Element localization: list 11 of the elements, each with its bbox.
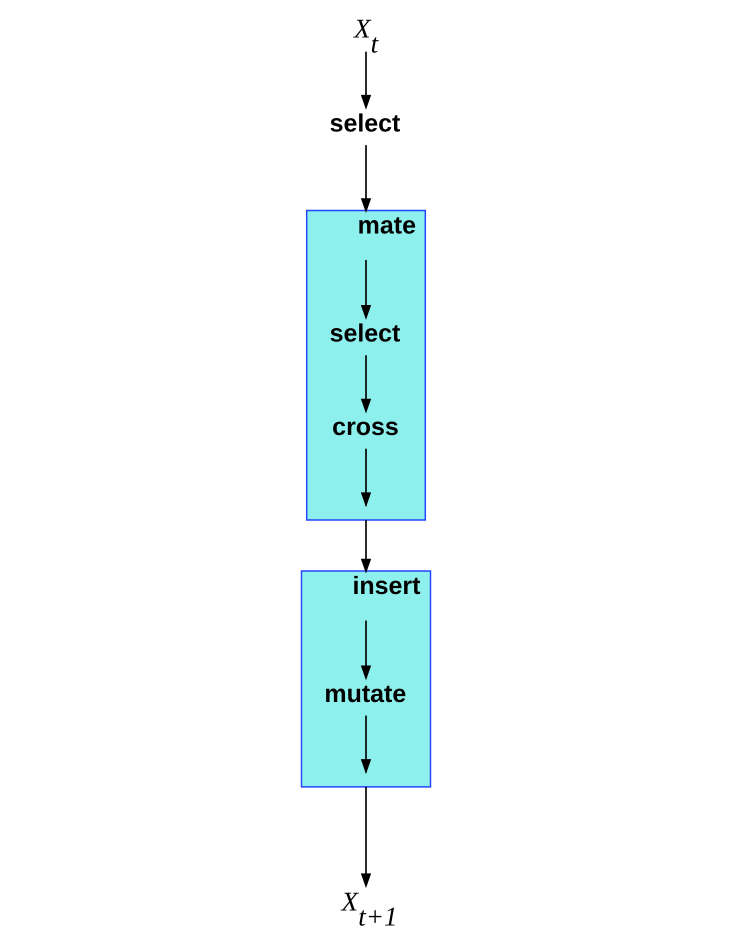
node-text: cross (332, 413, 398, 442)
arrow (360, 52, 371, 110)
arrow (360, 622, 371, 680)
node-text: select (329, 320, 400, 348)
arrow (360, 786, 371, 888)
arrow (360, 261, 371, 320)
arrow (360, 355, 371, 414)
arrow (360, 520, 371, 574)
arrow (360, 145, 371, 214)
node-text: mutate (324, 680, 406, 708)
node-text: select (329, 110, 400, 138)
